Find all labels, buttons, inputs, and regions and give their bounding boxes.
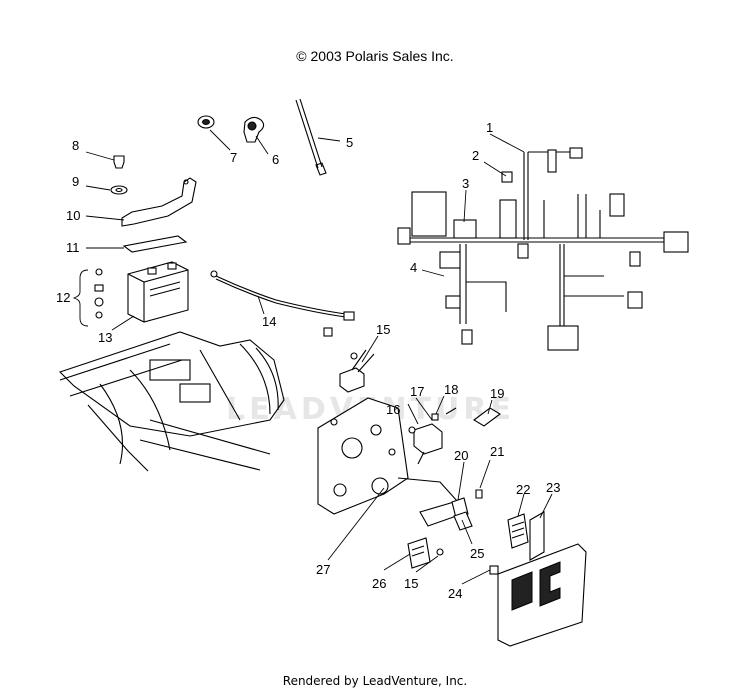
callout-13: 13 [98,330,112,345]
part-switch [408,407,457,465]
part-module-26 [407,537,444,569]
part-ecu [507,513,529,549]
callout-22: 22 [516,482,530,497]
part-module [419,497,473,531]
callout-11: 11 [66,240,80,255]
part-battery [127,261,189,323]
part-frame [58,331,285,472]
part-battery-bracket [121,177,197,227]
callout-18: 18 [444,382,458,397]
callout-1: 1 [486,120,493,135]
part-label [473,407,501,427]
callout-24: 24 [448,586,462,601]
part-washer [110,185,128,195]
part-pad [122,235,188,253]
callout-9: 9 [72,174,79,189]
part-hardware [72,268,104,327]
callout-23: 23 [546,480,560,495]
callout-25: 25 [470,546,484,561]
callout-8: 8 [72,138,79,153]
callout-15-upper: 15 [376,322,390,337]
callout-labels: 1 2 3 4 5 6 7 8 9 10 11 12 13 14 15 16 1… [56,120,560,601]
part-relay [323,327,375,393]
callout-21: 21 [490,444,504,459]
callout-27: 27 [316,562,330,577]
callout-7: 7 [230,150,237,165]
part-clip [243,116,265,143]
part-grommet [197,115,215,129]
part-wiring-harness [397,147,689,351]
callout-12: 12 [56,290,70,305]
callout-20: 20 [454,448,468,463]
part-mounting-plate [317,397,459,515]
leader-lines [85,129,553,585]
callout-2: 2 [472,148,479,163]
callout-4: 4 [410,260,417,275]
part-screw-21 [475,489,483,499]
callout-15-lower: 15 [404,576,418,591]
part-rod [295,98,327,176]
callout-6: 6 [272,152,279,167]
copyright-text: © 2003 Polaris Sales Inc. [296,48,454,64]
callout-17: 17 [410,384,424,399]
callout-26: 26 [372,576,386,591]
callout-16: 16 [386,402,400,417]
callout-14: 14 [262,314,276,329]
rendered-by-text: Rendered by LeadVenture, Inc. [282,674,468,688]
callout-3: 3 [462,176,469,191]
part-battery-cable [210,270,355,321]
callout-10: 10 [66,208,80,223]
callout-19: 19 [490,386,504,401]
part-rivet [113,155,125,169]
callout-5: 5 [346,135,353,150]
part-cover [489,511,587,647]
